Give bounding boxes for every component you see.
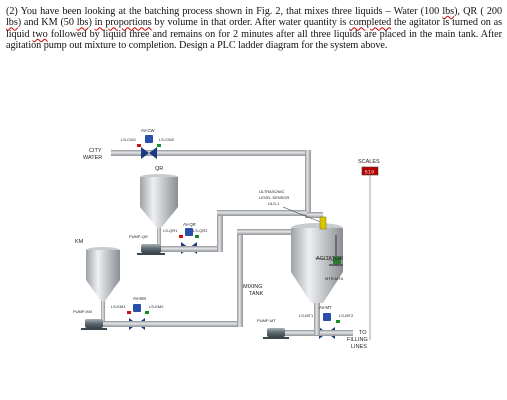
mixing-tank-label: MIXING	[243, 284, 263, 290]
unit-lbs: lbs	[6, 17, 18, 29]
mixing-tank	[291, 223, 343, 315]
qr-pipe	[161, 246, 223, 252]
ls-qr1-label: LS-QR1	[163, 228, 178, 233]
sensor-label-3: ULS-1	[268, 201, 280, 206]
question-seg: ) and KM (50	[17, 17, 77, 29]
qr-label: QR	[155, 166, 163, 172]
ls-km1-label: LS-KM1	[111, 304, 126, 309]
mt-limit-switch-2	[336, 320, 340, 323]
sensor-label-2: LEVEL SENSOR	[259, 195, 289, 200]
question-seg: ), QR ( 200	[454, 6, 503, 17]
qr-limit-switch-1	[179, 235, 183, 238]
question-text: (2) You have been looking at the batchin…	[6, 6, 502, 52]
in-proportions: in proportions	[94, 17, 152, 29]
pump-km[interactable]	[81, 319, 107, 330]
pump-mt[interactable]	[263, 328, 289, 339]
mixing-tank-label-2: TANK	[249, 291, 264, 297]
km-label: KM	[75, 239, 84, 245]
mtr-mta-label: MTR-MTA	[325, 276, 343, 281]
city-water-label-2: WATER	[83, 155, 102, 161]
ls-cw1-label: LS-CW1	[121, 137, 137, 142]
km-limit-switch-1	[127, 311, 131, 314]
cw-limit-switch-2	[157, 144, 161, 147]
qr-limit-switch-2	[195, 235, 199, 238]
av-cw-label: AV-CW	[141, 128, 154, 133]
ls-cw2-label: LS-CW2	[159, 137, 175, 142]
filling-lines-label-1: TO	[359, 330, 367, 336]
question-seg: )	[88, 17, 95, 29]
cw-limit-switch-1	[137, 144, 141, 147]
question-seg: You have been looking at the batching pr…	[20, 6, 443, 17]
km-limit-switch-2	[145, 311, 149, 314]
av-cw-valve[interactable]	[141, 135, 157, 159]
two-word: two	[32, 28, 48, 40]
pump-mt-label: PUMP-MT	[257, 318, 276, 323]
filling-lines-label-2: FILLING	[347, 337, 368, 343]
ls-mt1-label: LS-MT1	[299, 313, 314, 318]
mt-pipe-down	[314, 313, 320, 335]
km-pipe	[103, 321, 243, 327]
av-mt-label: AV-MT	[319, 305, 332, 310]
unit-lbs: lbs	[76, 17, 89, 29]
batching-process-figure: CITY WATER AV-CW LS-CW1 LS-CW2 SCALES 51…	[71, 125, 395, 354]
sensor-label-1: ULTRASONIC	[259, 189, 285, 194]
av-km-label: AV-KM	[133, 296, 146, 301]
agitator-pointer	[314, 257, 338, 262]
question-number: (2)	[6, 6, 18, 17]
pump-qr-label: PUMP-QR	[129, 234, 148, 239]
sensor-pointer	[282, 206, 324, 224]
av-qr-label: AV-QR	[183, 222, 196, 227]
city-water-pipe	[111, 150, 311, 156]
question-seg: the agitator is turned on as liquid	[6, 17, 502, 40]
qr-tank	[140, 174, 178, 252]
pump-km-label: PUMP-KM	[73, 309, 92, 314]
unit-lbs: lbs	[442, 6, 455, 17]
completed-word: completed	[349, 17, 392, 29]
city-water-label: CITY	[89, 148, 102, 154]
scales-label: SCALES	[358, 159, 380, 165]
km-tank	[86, 247, 120, 323]
ls-qr2-label: LS-QR2	[193, 228, 208, 233]
agitator-motor[interactable]	[333, 257, 341, 264]
agitator-label: AGITATOR	[316, 256, 343, 262]
question-seg: by volume in that order. After water qua…	[151, 17, 350, 29]
ultrasonic-level-sensor	[319, 216, 327, 230]
km-pipe-up	[237, 229, 243, 327]
city-water-pipe-down	[305, 150, 311, 218]
pump-qr[interactable]	[137, 244, 165, 255]
scales-value: 510	[365, 169, 375, 176]
qr-pipe-top	[217, 210, 307, 216]
ls-km2-label: LS-KM2	[149, 304, 164, 309]
ls-mt2-label: LS-MT2	[339, 313, 354, 318]
city-water-pipe-elbow	[305, 212, 323, 218]
km-pipe-top	[237, 229, 291, 235]
filling-lines-label-3: LINES	[351, 344, 367, 350]
question-seg: followed by liquid three and remains on …	[6, 28, 502, 52]
qr-pipe-up	[217, 210, 223, 252]
